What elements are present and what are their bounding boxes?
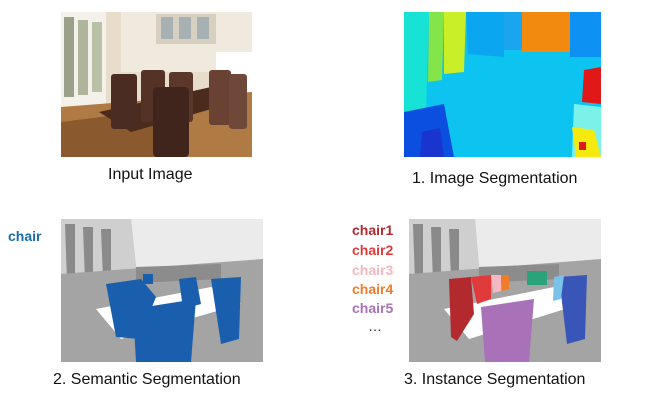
semantic-segmentation-result [61,219,263,362]
input-image-caption: Input Image [108,166,193,183]
image-segmentation-result [404,12,601,157]
instance-label-chair2: chair2 [352,242,394,258]
semantic-segmentation-caption: 2. Semantic Segmentation [53,371,241,388]
instance-segmentation-caption: 3. Instance Segmentation [404,371,586,388]
instance-label-chair4: chair4 [352,281,394,297]
instance-label-chair1: chair1 [352,222,394,238]
input-photo [61,12,252,157]
instance-segmentation-result [409,219,601,362]
instance-label-chair5: chair5 [352,300,394,316]
semantic-class-label: chair [8,228,42,244]
instance-label-chair3: chair3 [352,262,394,278]
image-segmentation-caption: 1. Image Segmentation [412,170,578,187]
instance-ellipsis: … [368,318,382,334]
